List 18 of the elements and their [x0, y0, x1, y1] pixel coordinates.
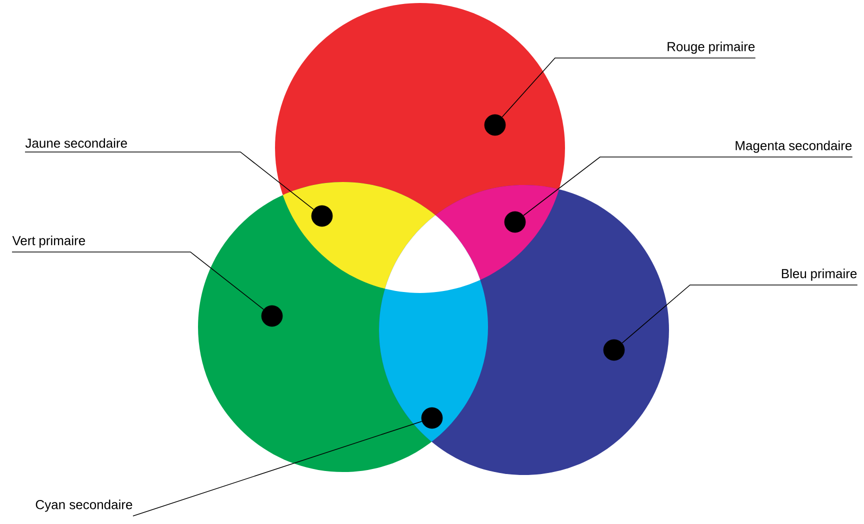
leader-line	[12, 252, 264, 310]
dot-marker	[484, 114, 506, 136]
callout-label: Rouge primaire	[668, 42, 755, 54]
dot-marker	[311, 205, 333, 227]
dot-marker	[421, 407, 443, 429]
dot-marker	[261, 305, 283, 327]
leader-line	[132, 420, 422, 516]
leader-line	[502, 58, 756, 118]
dot-marker	[504, 211, 526, 233]
callout-label: Cyan secondaire	[36, 500, 132, 512]
callout-label: Magenta secondaire	[736, 140, 852, 153]
dot-marker	[603, 339, 625, 361]
leader-line	[622, 284, 858, 344]
callout-label: Vert primaire	[12, 236, 86, 248]
leader-line	[24, 152, 314, 210]
callout-label: Bleu primaire	[782, 268, 857, 281]
callout-label: Jaune secondaire	[25, 138, 127, 148]
leader-line	[523, 156, 853, 216]
